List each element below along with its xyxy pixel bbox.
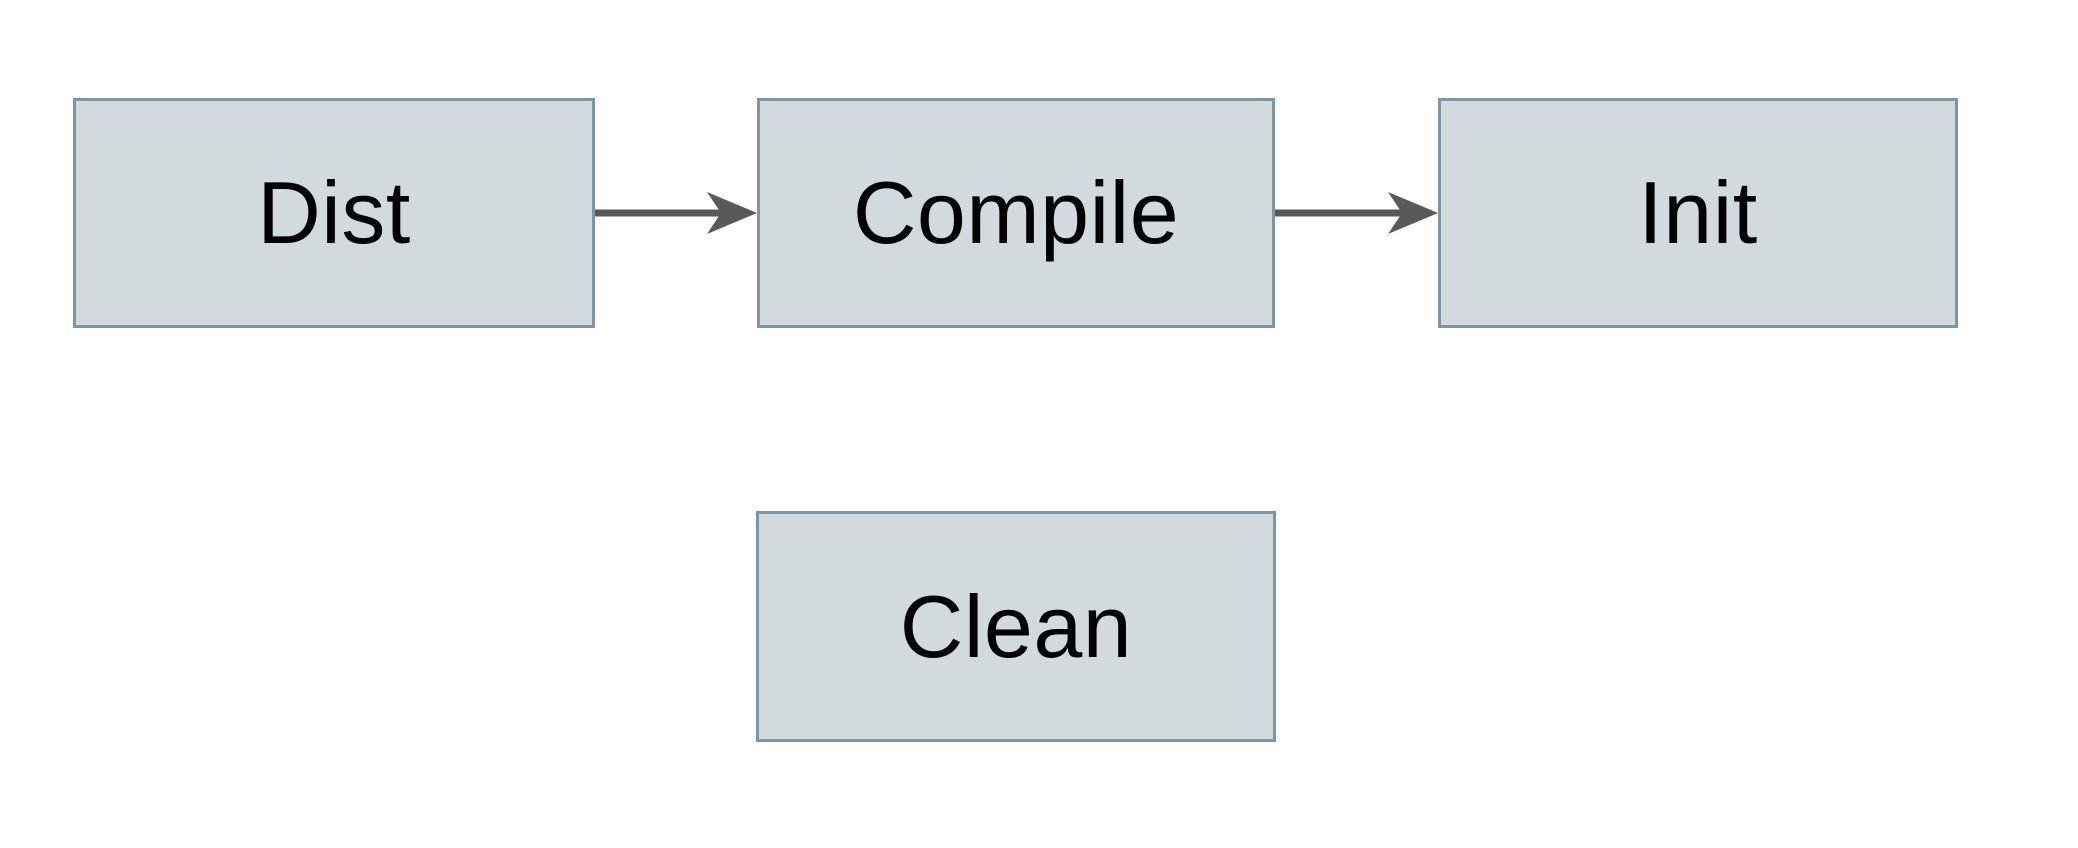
node-init: Init bbox=[1438, 98, 1958, 328]
node-label-dist: Dist bbox=[257, 163, 411, 262]
node-label-compile: Compile bbox=[852, 163, 1180, 262]
node-label-init: Init bbox=[1638, 163, 1758, 262]
node-dist: Dist bbox=[73, 98, 595, 328]
node-clean: Clean bbox=[756, 511, 1276, 742]
arrowhead-icon bbox=[1388, 192, 1438, 234]
arrowhead-icon bbox=[707, 192, 757, 234]
node-label-clean: Clean bbox=[899, 576, 1133, 676]
node-compile: Compile bbox=[757, 98, 1275, 328]
